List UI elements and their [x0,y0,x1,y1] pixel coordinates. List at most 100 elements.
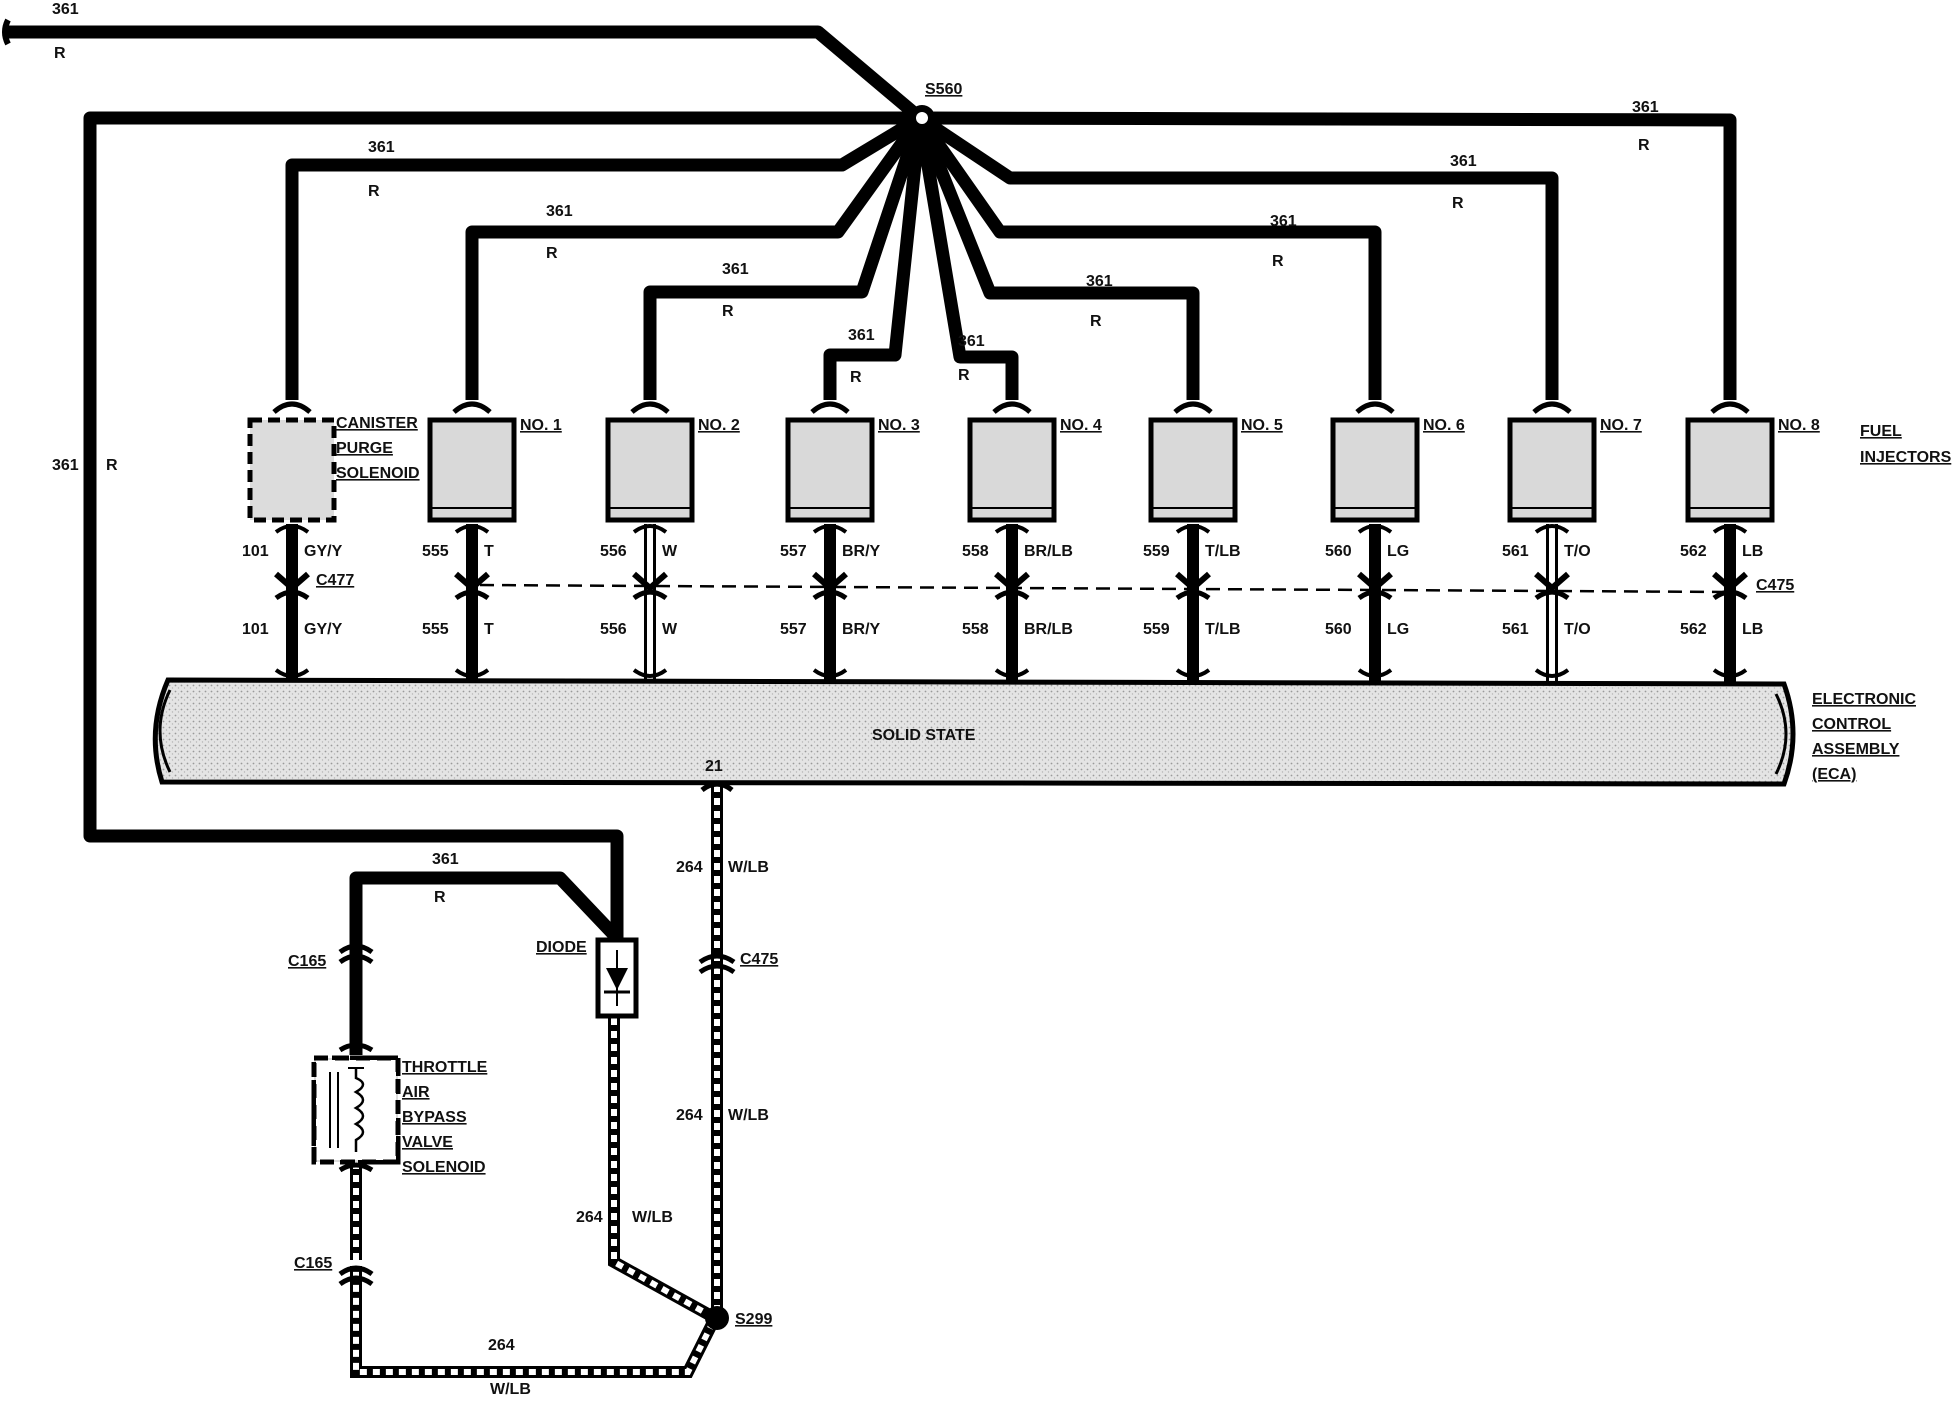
injector-name: NO. 6 [1423,417,1465,434]
injector-circuit-label: 557 [780,621,807,638]
connector-socket-icon [1357,668,1393,678]
eca-solid-state-label: SOLID STATE [872,727,976,744]
injector-color-label: W [662,621,678,638]
injector-top-connector [452,401,492,414]
injector-circuit-label: 556 [600,621,627,638]
injector-color-label: LB [1742,543,1763,560]
injector-top-connector [272,401,312,414]
injector-name: NO. 7 [1600,417,1642,434]
injector-circuit-label: 558 [962,543,989,560]
connector-socket-icon [274,524,310,534]
wire-label-color: R [368,183,380,200]
injector-color-label: T/O [1564,621,1591,638]
injector-color-label: LB [1742,621,1763,638]
injector-color-label: BR/Y [842,621,881,638]
fuel-injector: NO. 2556W556W59 [600,401,740,710]
throttle-label-line2: AIR [402,1084,430,1101]
connector-socket-icon [1534,668,1570,678]
eca-label-line4: (ECA) [1812,766,1856,783]
wire-label-color: R [722,303,734,320]
injector-color-label: T/LB [1205,621,1241,638]
fuel-injector: NO. 6560LG560LG15 [1325,401,1465,710]
injector-circuit-label: 101 [242,621,269,638]
fuel-injector: NO. 1555T555T58 [422,401,562,710]
connector-socket-icon [632,668,668,678]
wire-264-color: W/LB [490,1381,531,1398]
canister-label-line1: CANISTER [336,415,418,432]
wire-label-circuit: 361 [1450,153,1477,170]
injector-circuit-label: 559 [1143,543,1170,560]
injector-color-label: GY/Y [304,621,343,638]
canister-box [247,417,337,523]
throttle-label-line4: VALVE [402,1134,453,1151]
eca-label-line1: ELECTRONIC [1812,691,1916,708]
connector-c165-upper-label: C165 [288,953,326,970]
eca-label: ELECTRONIC CONTROL ASSEMBLY (ECA) [1812,691,1916,783]
injector-name: NO. 1 [520,417,562,434]
injector-box [967,417,1057,523]
connector-c475-label: C475 [1756,577,1794,594]
injector-circuit-label: 562 [1680,543,1707,560]
injector-top-connector [1532,401,1572,414]
connector-c165-lower: C165 [294,1255,374,1287]
injector-name: NO. 3 [878,417,920,434]
connector-socket-icon [994,668,1030,678]
wire-label-circuit: 361 [722,261,749,278]
injector-circuit-label: 558 [962,621,989,638]
connector-socket-icon [1534,589,1570,601]
wire-264-color: W/LB [728,1107,769,1124]
circuit-264-wires [350,785,723,1378]
injector-circuit-label: 555 [422,621,449,638]
injector-name: NO. 8 [1778,417,1820,434]
injector-color-label: LG [1387,543,1409,560]
wire-label-circuit: 361 [1270,213,1297,230]
injector-box [1148,417,1238,523]
fuel-injectors-label-line2: INJECTORS [1860,449,1952,466]
injector-color-label: T/LB [1205,543,1241,560]
connector-socket-icon [1357,589,1393,601]
injector-color-label: GY/Y [304,543,343,560]
throttle-air-bypass-valve: THROTTLE AIR BYPASS VALVE SOLENOID [311,1042,488,1176]
injector-circuit-label: 555 [422,543,449,560]
injector-top-connector [1173,401,1213,414]
injector-box [605,417,695,523]
injector-color-label: T [484,621,494,638]
connector-dashed-line [479,583,1729,594]
injector-circuit-label: 561 [1502,543,1529,560]
wire-264-circuit: 264 [576,1209,603,1226]
connector-socket-icon [1712,589,1748,601]
injector-color-label: BR/LB [1024,543,1073,560]
splice-s299: S299 [705,1306,772,1330]
wire-label-color: R [1452,195,1464,212]
eca-label-line2: CONTROL [1812,716,1891,733]
injector-circuit-label: 562 [1680,621,1707,638]
wire-label-color: R [1638,137,1650,154]
injector-color-label: LG [1387,621,1409,638]
injector-circuit-label: 561 [1502,621,1529,638]
wire-label-color: R [54,45,66,62]
wire-label-color: R [434,889,446,906]
connector-arrow-icon [632,571,668,592]
connector-socket-icon [454,589,490,601]
throttle-label-line3: BYPASS [402,1109,467,1126]
wire-label-color: R [106,457,118,474]
fuel-injectors-label-line1: FUEL [1860,423,1902,440]
eca-pin-21-connector [700,781,734,793]
fuel-injector: NO. 8562LB562LB52 [1680,401,1820,710]
eca-pin-21: 21 [705,758,723,775]
injector-top-connector [630,401,670,414]
eca-label-line3: ASSEMBLY [1812,741,1900,758]
injector-top-connector [992,401,1032,414]
injector-color-label: T [484,543,494,560]
wire-label-color: R [546,245,558,262]
eca-module: SOLID STATE 21 [152,677,1796,787]
wire-label-color: R [850,369,862,386]
wire-label-color: R [1090,313,1102,330]
connector-socket-icon [1534,524,1570,534]
injector-name: NO. 4 [1060,417,1102,434]
diode-label: DIODE [536,939,587,956]
splice-s560: S560 [909,81,962,131]
connector-socket-icon [812,668,848,678]
